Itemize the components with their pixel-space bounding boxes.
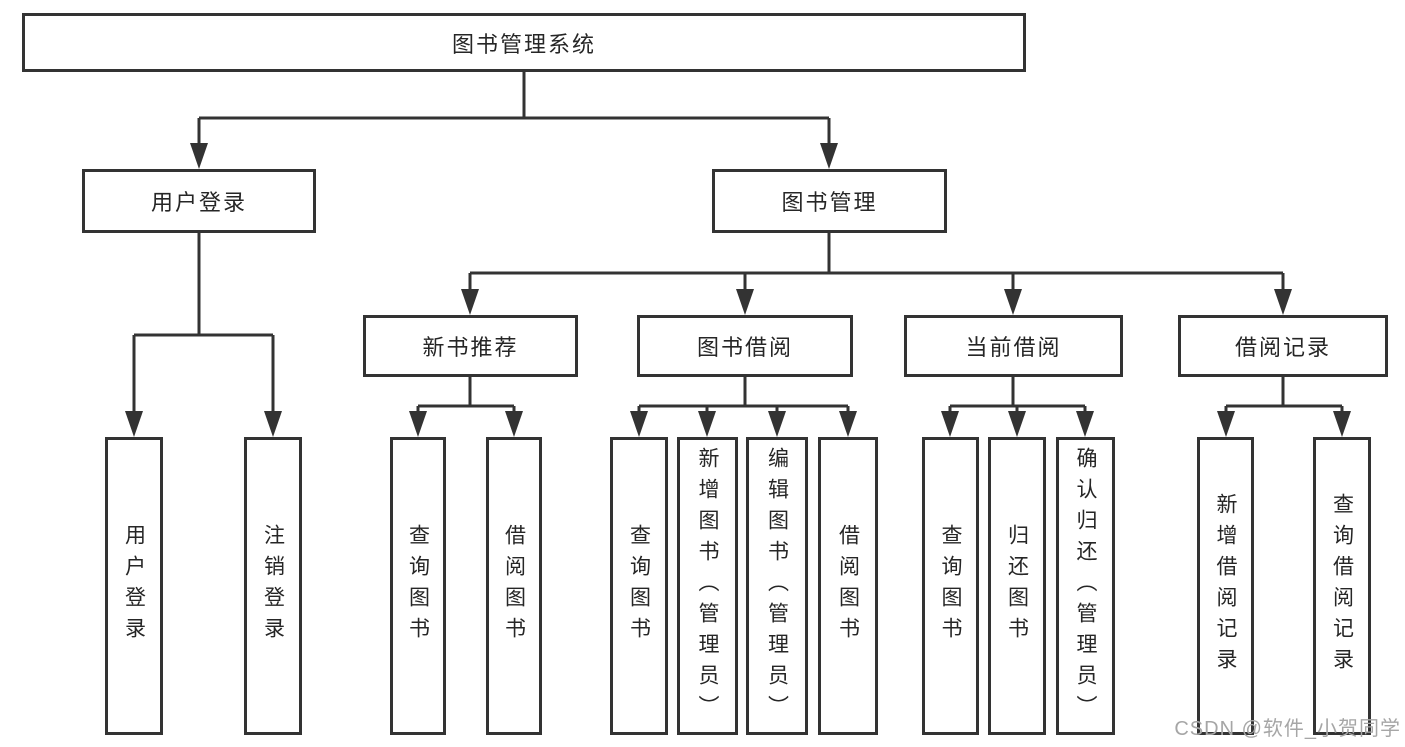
arrowhead-icon xyxy=(736,289,754,315)
leaf-add-book-admin: 新增图书（管理员） xyxy=(677,437,738,735)
leaf-query-borrow-record: 查询借阅记录 xyxy=(1313,437,1371,735)
leaf-query-book-2-label: 查询图书 xyxy=(627,524,651,648)
arrowhead-icon xyxy=(1004,289,1022,315)
arrowhead-icon xyxy=(630,411,648,437)
arrowhead-icon xyxy=(125,411,143,437)
leaf-edit-book-admin-label: 编辑图书（管理员） xyxy=(765,446,789,726)
leaf-add-book-admin-label: 新增图书（管理员） xyxy=(696,446,719,726)
leaf-query-borrow-record-label: 查询借阅记录 xyxy=(1330,493,1354,679)
arrowhead-icon xyxy=(461,289,479,315)
arrowhead-icon xyxy=(820,143,838,169)
arrowhead-icon xyxy=(1274,289,1292,315)
leaf-borrow-book-2-label: 借阅图书 xyxy=(836,524,860,648)
leaf-query-book-2: 查询图书 xyxy=(610,437,668,735)
leaf-confirm-return-admin-label: 确认归还（管理员） xyxy=(1074,446,1097,726)
arrowhead-icon xyxy=(941,411,959,437)
leaf-logout-label: 注销登录 xyxy=(261,524,285,648)
node-book-borrow: 图书借阅 xyxy=(637,315,853,377)
leaf-return-book-label: 归还图书 xyxy=(1005,524,1029,648)
node-root-label: 图书管理系统 xyxy=(451,31,596,57)
arrowhead-icon xyxy=(1076,411,1094,437)
node-user-login: 用户登录 xyxy=(82,169,316,233)
leaf-query-book-1: 查询图书 xyxy=(390,437,446,735)
node-new-book-recommend-label: 新书推荐 xyxy=(422,335,519,360)
connector-line xyxy=(132,233,275,427)
node-user-login-label: 用户登录 xyxy=(150,190,247,215)
arrowhead-icon xyxy=(1008,411,1026,437)
node-root: 图书管理系统 xyxy=(22,13,1026,72)
leaf-borrow-book-2: 借阅图书 xyxy=(818,437,878,735)
connector-line xyxy=(197,72,831,159)
arrowhead-icon xyxy=(1217,411,1235,437)
node-current-borrow-label: 当前借阅 xyxy=(965,335,1062,360)
connector-line xyxy=(468,233,1285,305)
leaf-return-book: 归还图书 xyxy=(988,437,1046,735)
leaf-query-book-3-label: 查询图书 xyxy=(939,524,962,648)
connector-line xyxy=(1224,377,1344,427)
node-current-borrow: 当前借阅 xyxy=(904,315,1123,377)
leaf-edit-book-admin: 编辑图书（管理员） xyxy=(746,437,808,735)
arrowhead-icon xyxy=(409,411,427,437)
node-borrow-records-label: 借阅记录 xyxy=(1234,335,1331,360)
arrowhead-icon xyxy=(505,411,523,437)
leaf-add-borrow-record: 新增借阅记录 xyxy=(1197,437,1254,735)
leaf-logout: 注销登录 xyxy=(244,437,302,735)
arrowhead-icon xyxy=(839,411,857,437)
arrowhead-icon xyxy=(1333,411,1351,437)
arrowhead-icon xyxy=(190,143,208,169)
leaf-borrow-book-1-label: 借阅图书 xyxy=(502,524,526,648)
node-borrow-records: 借阅记录 xyxy=(1178,315,1388,377)
node-book-management: 图书管理 xyxy=(712,169,947,233)
connector-line xyxy=(637,377,850,427)
node-new-book-recommend: 新书推荐 xyxy=(363,315,578,377)
leaf-confirm-return-admin: 确认归还（管理员） xyxy=(1056,437,1115,735)
leaf-borrow-book-1: 借阅图书 xyxy=(486,437,542,735)
arrowhead-icon xyxy=(698,411,716,437)
node-book-borrow-label: 图书借阅 xyxy=(696,335,793,360)
arrowhead-icon xyxy=(768,411,786,437)
watermark: CSDN @软件_小贺同学 xyxy=(1174,718,1401,740)
leaf-add-borrow-record-label: 新增借阅记录 xyxy=(1214,493,1237,679)
leaf-user-login: 用户登录 xyxy=(105,437,163,735)
leaf-query-book-1-label: 查询图书 xyxy=(406,524,430,648)
connector-line xyxy=(416,377,516,427)
leaf-query-book-3: 查询图书 xyxy=(922,437,979,735)
leaf-user-login-label: 用户登录 xyxy=(122,524,146,648)
arrowhead-icon xyxy=(264,411,282,437)
node-book-management-label: 图书管理 xyxy=(781,190,878,215)
